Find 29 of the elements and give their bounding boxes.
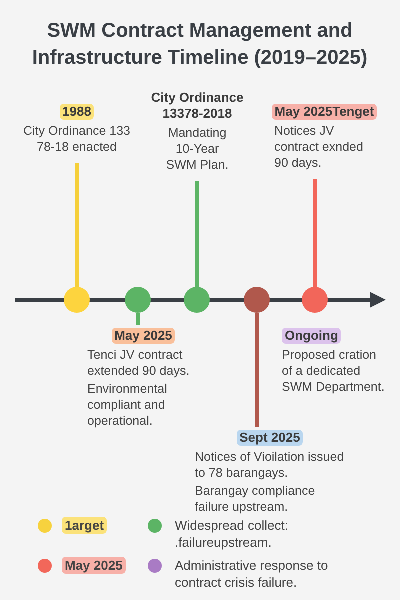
event-description: Notices JV contract exnded 90 days. (274, 123, 364, 171)
event-description: City Ordinance 133 78-18 enacted (22, 123, 132, 155)
timeline-stem (255, 313, 259, 427)
event-date: City Ordinance 13378-2018 (150, 90, 245, 122)
legend-label: May 2025 (62, 557, 126, 574)
event-date: Ongoing (282, 328, 342, 344)
legend-label: Widespread collect: .failureupstream. (174, 517, 290, 551)
title: SWM Contract Management and Infrastructure Timeline (2019–2025) (31, 19, 369, 71)
timeline-dot (64, 287, 90, 313)
event-description: Notices of Vioilation issued to 78 barangays. (195, 449, 345, 481)
timeline-dot (244, 287, 270, 313)
event-date: May 2025Tenget (272, 104, 378, 120)
event-description: Barangay compliance failure upstream. (195, 483, 316, 515)
timeline-stem (75, 163, 79, 287)
timeline-stem (136, 313, 140, 325)
legend-label: 1arget (62, 517, 108, 534)
event-date: 1988 (60, 104, 94, 120)
legend-label: Administrative response to contract crisis failure. (174, 557, 330, 591)
event-description: Mandating 10-Year SWM Plan. (165, 125, 230, 173)
event-description: Environmental compliant and operational. (88, 381, 168, 429)
event-date: Sept 2025 (236, 430, 304, 446)
timeline-dot (125, 287, 151, 313)
event-description: Proposed cration of a dedicated SWM Department. (282, 347, 386, 395)
timeline-stem (195, 181, 199, 287)
timeline-stem (313, 179, 317, 287)
event-description: Tenci JV contract extended 90 days. (88, 347, 191, 379)
timeline-dot (184, 287, 210, 313)
event-date: May 2025 (112, 328, 176, 344)
timeline-dot (302, 287, 328, 313)
